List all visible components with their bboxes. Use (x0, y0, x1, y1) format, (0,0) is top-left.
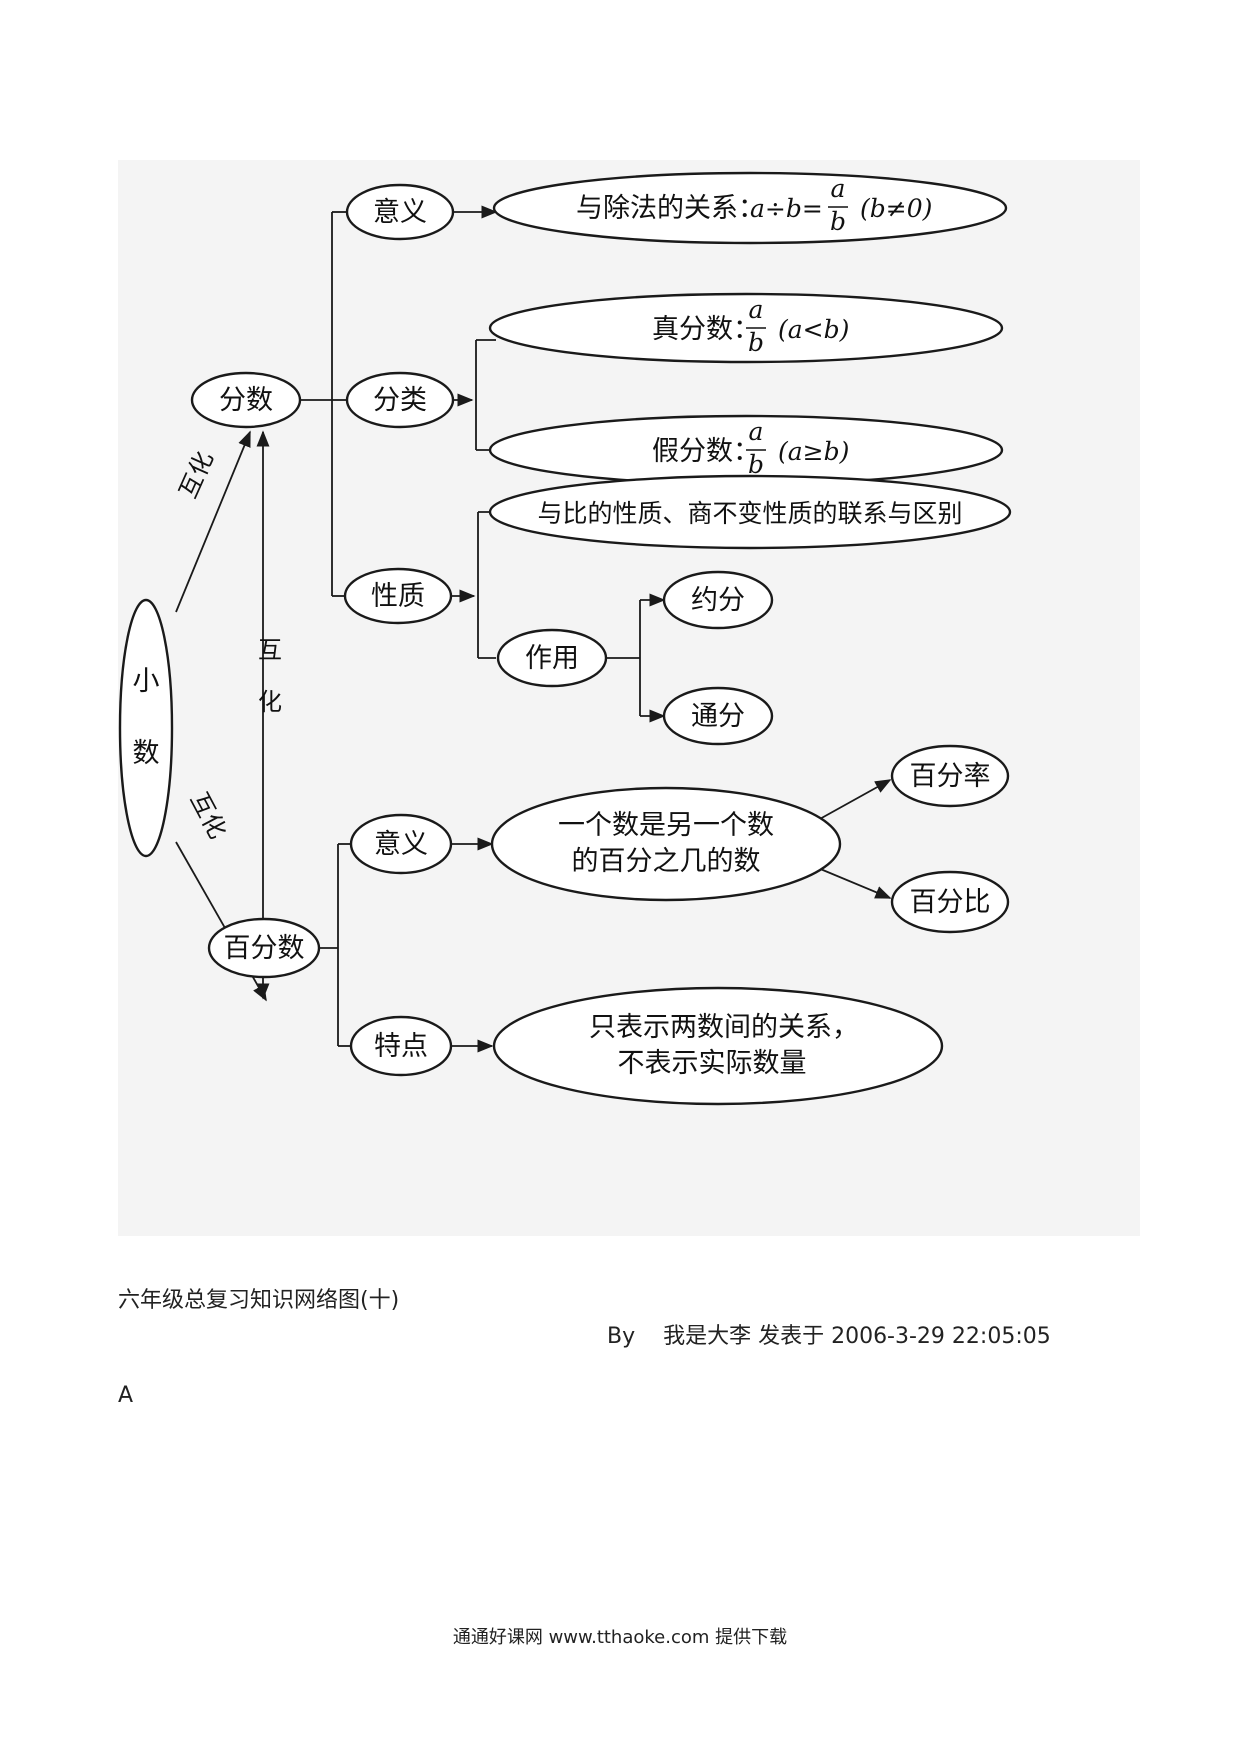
division-relation-text: 与除法的关系： (576, 193, 765, 224)
proper-fraction-num: a (749, 295, 764, 324)
edge-label-mutual-2: 化 (258, 688, 282, 716)
page-marker: A (118, 1383, 134, 1408)
edge-to-percent-ratio (817, 867, 892, 899)
connectors (175, 205, 892, 1053)
percent-feature-line-1: 只表示两数间的关系， (589, 1012, 859, 1043)
node-property-use-label: 作用 (525, 643, 579, 674)
improper-fraction-den: b (748, 450, 764, 479)
proper-fraction-text: 真分数： (652, 314, 760, 345)
node-percent-feature: 特点 (349, 1015, 453, 1077)
edge-to-percent-rate (817, 779, 892, 821)
node-percent-ratio-label: 百分比 (910, 887, 991, 918)
node-reduce-fraction: 约分 (662, 570, 774, 630)
node-percent-meaning-label: 意义 (374, 829, 428, 860)
node-fraction-property-label: 性质 (371, 581, 425, 612)
node-percent: 百分数 (207, 917, 321, 979)
node-property-relation: 与比的性质、商不变性质的联系与区别 (488, 474, 1012, 550)
post-byline: By 我是大李 发表于 2006-3-29 22:05:05 (607, 1324, 1051, 1349)
proper-fraction-cond: (a<b) (778, 315, 849, 344)
division-formula-lhs: a÷b= (750, 194, 823, 223)
node-fraction-label: 分数 (219, 385, 273, 416)
node-property-use: 作用 (496, 628, 608, 688)
division-formula-den: b (830, 207, 846, 236)
node-fraction-property: 性质 (343, 567, 453, 625)
node-percent-label: 百分数 (224, 933, 305, 964)
node-reduce-fraction-label: 约分 (691, 585, 745, 616)
percent-feature-line-2: 不表示实际数量 (618, 1048, 807, 1079)
node-decimal: 小 数 (118, 598, 174, 858)
node-fraction-meaning: 意义 (345, 183, 455, 241)
footer-credit: 通通好课网 www.tthaoke.com 提供下载 (452, 1627, 788, 1648)
division-formula-num: a (831, 174, 846, 203)
node-fraction-class: 分类 (345, 371, 455, 429)
node-fraction: 分数 (190, 371, 302, 429)
percent-definition-line-1: 一个数是另一个数 (558, 810, 774, 841)
node-common-denominator: 通分 (662, 686, 774, 746)
page-title: 六年级总复习知识网络图(十) (118, 1288, 400, 1313)
node-fraction-class-label: 分类 (373, 385, 427, 416)
node-percent-feature-detail: 只表示两数间的关系， 不表示实际数量 (492, 986, 944, 1106)
improper-fraction-num: a (749, 417, 764, 446)
node-percent-feature-label: 特点 (374, 1031, 428, 1062)
node-common-denominator-label: 通分 (691, 701, 745, 732)
node-proper-fraction: 真分数： a b (a<b) (488, 292, 1004, 364)
edge-root-fraction (175, 430, 251, 613)
proper-fraction-den: b (748, 328, 764, 357)
knowledge-map-diagram: 互化 互化 互 化 小 数 分数 意义 与除法的关系： a÷b= a b (b≠… (118, 160, 1140, 1236)
property-relation-text: 与比的性质、商不变性质的联系与区别 (537, 499, 962, 528)
node-decimal-char-2: 数 (133, 738, 160, 769)
edge-label-root-percent: 互化 (185, 788, 232, 844)
edge-label-mutual-1: 互 (258, 636, 282, 664)
node-division-relation: 与除法的关系： a÷b= a b (b≠0) (492, 171, 1008, 245)
node-percent-definition: 一个数是另一个数 的百分之几的数 (490, 786, 842, 902)
node-percent-rate: 百分率 (890, 744, 1010, 808)
percent-definition-line-2: 的百分之几的数 (572, 846, 761, 877)
improper-fraction-cond: (a≥b) (778, 437, 849, 466)
edge-label-root-fraction: 互化 (174, 447, 219, 502)
node-decimal-char-1: 小 (133, 666, 160, 697)
division-formula-cond: (b≠0) (860, 194, 932, 223)
knowledge-map-svg: 互化 互化 互 化 小 数 分数 意义 与除法的关系： a÷b= a b (b≠… (118, 171, 1012, 1106)
node-percent-meaning: 意义 (349, 813, 453, 875)
improper-fraction-text: 假分数： (652, 436, 760, 467)
node-fraction-meaning-label: 意义 (373, 197, 427, 228)
node-improper-fraction: 假分数： a b (a≥b) (488, 414, 1004, 486)
node-percent-ratio: 百分比 (890, 870, 1010, 934)
node-percent-rate-label: 百分率 (910, 761, 991, 792)
